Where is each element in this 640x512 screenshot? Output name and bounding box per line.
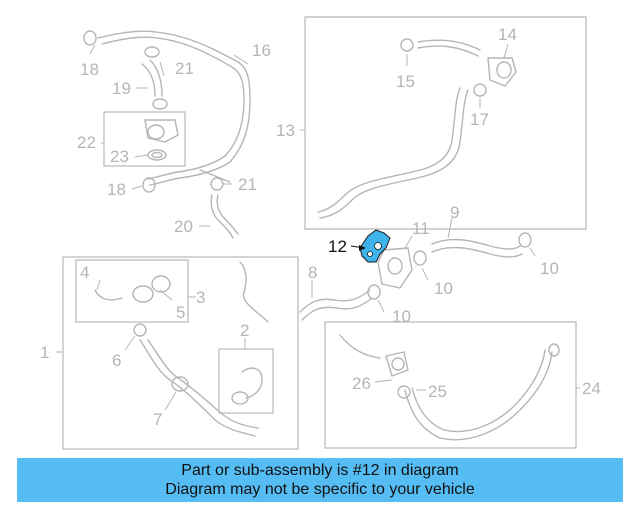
hose-20 [210,194,239,239]
callout-5: 5 [176,303,185,322]
leader-lines [56,43,580,411]
callout-19: 19 [112,79,131,98]
callout-20: 20 [174,217,193,236]
callout-12: 12 [328,237,347,256]
callout-16: 17 [470,110,489,129]
pipe-union-5 [132,275,171,303]
callout-18-bottom: 18 [107,180,126,199]
hose-assembly-7 [139,339,259,437]
callout-4: 4 [80,263,89,282]
clamp-24-top [548,343,560,357]
callout-18-top: 18 [80,60,99,79]
callout-14: 14 [498,25,517,44]
group-box-3 [75,259,189,323]
callout-6: 6 [112,351,121,370]
callout-10-middle: 10 [434,279,453,298]
water-outlet-11 [377,247,413,289]
callout-2: 2 [240,321,249,340]
callout-8: 8 [308,263,317,282]
callout-1: 1 [40,343,49,362]
hose-13 [317,39,481,219]
callout-10-right: 10 [540,259,559,278]
callout-9: 9 [450,203,459,222]
clamp-16 [473,83,487,97]
coolant-pipe-17 [97,30,251,186]
fitting-26 [385,351,409,377]
hose-9 [431,238,523,258]
group-box-24 [324,321,577,449]
callout-15: 15 [396,72,415,91]
callout-3: 3 [196,288,205,307]
hose-8 [299,289,373,321]
clamp-25 [397,385,411,399]
callout-24: 24 [582,379,601,398]
clamp-21-top [144,46,160,58]
clamp-15 [400,38,414,52]
banner-line-2: Diagram may not be specific to your vehi… [165,481,475,498]
pipe-fitting-14 [487,57,517,87]
clamp-18-top [83,30,97,46]
hose-24 [404,349,553,441]
callout-13: 13 [276,121,295,140]
hose-19 [141,59,163,97]
group-box-22 [103,111,186,167]
callout-7: 7 [153,410,162,429]
clamp-10-right [518,232,532,248]
callout-17: 16 [252,41,271,60]
group-box-13 [304,16,587,230]
clamp-6 [133,323,147,337]
water-outlet-12-highlighted[interactable] [359,229,391,263]
hose-upper-left-24 [339,334,381,359]
callout-25: 25 [428,382,447,401]
group-box-1 [62,256,299,450]
callout-11: 11 [412,219,430,238]
clamp-10-lower [367,284,381,300]
callout-23: 23 [110,147,129,166]
hose-4 [94,289,123,301]
callout-22: 22 [77,133,96,152]
group-box-2 [218,348,274,414]
hose-2 [231,367,263,405]
info-banner: Part or sub-assembly is #12 in diagram D… [17,458,623,502]
clamp-21-bottom [210,177,224,191]
clamp-18-bottom [142,177,156,193]
banner-line-1: Part or sub-assembly is #12 in diagram [181,462,459,479]
o-ring-23 [147,149,167,161]
thermostat-housing-22 [144,119,179,143]
callout-21-bottom: 21 [238,175,257,194]
leader-arrow-12 [359,245,366,251]
coolant-pipe-upper-right [239,261,269,323]
clamp-21-mid [152,98,168,110]
callout-10-lower: 10 [392,307,411,326]
clamp-10-middle [413,250,427,266]
callout-26: 26 [352,374,371,393]
callout-21-top: 21 [175,59,194,78]
